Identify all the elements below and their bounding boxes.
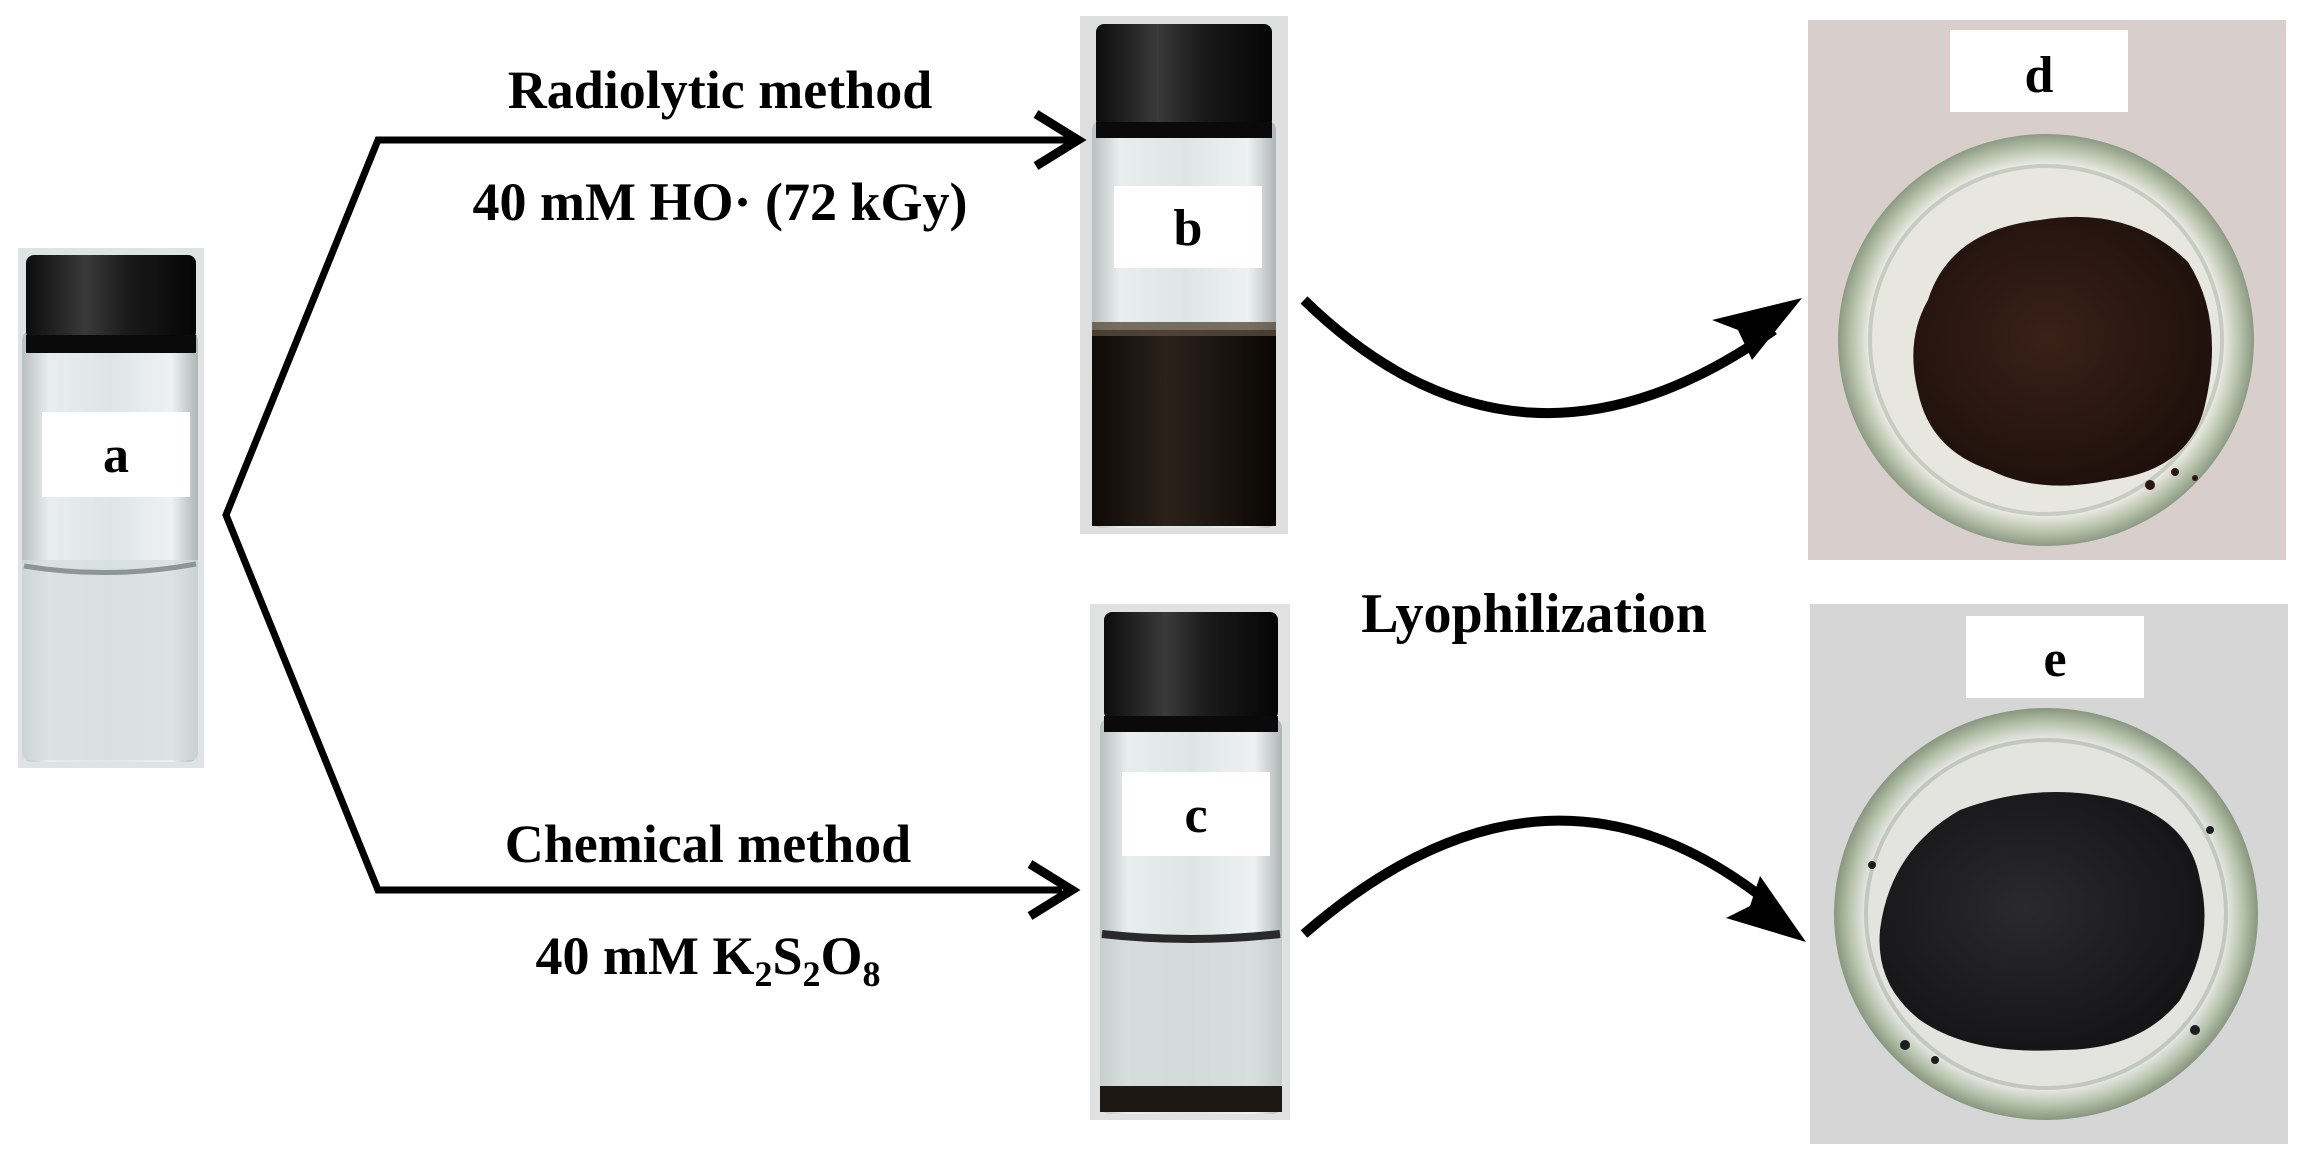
petri-dish-e-photo <box>1810 604 2288 1144</box>
branch-connector <box>222 136 1070 894</box>
top-condition-label: 40 mM HO· (72 kGy) <box>473 172 968 232</box>
label-e: e <box>2043 631 2066 688</box>
formula-sub-3: 8 <box>863 954 881 994</box>
formula-prefix: 40 mM K <box>535 926 754 986</box>
curved-arrowhead-top <box>1712 298 1802 360</box>
label-box-a <box>42 412 190 497</box>
formula-o: O <box>820 926 862 986</box>
curved-arrow-top <box>1300 296 1777 419</box>
label-a: a <box>103 427 129 484</box>
label-box-d <box>1950 30 2128 112</box>
label-d: d <box>2025 47 2054 104</box>
label-b: b <box>1174 200 1203 257</box>
vial-a-photo <box>18 248 204 768</box>
label-box-b <box>1114 186 1262 268</box>
formula-s: S <box>772 926 802 986</box>
lyophilization-label: Lyophilization <box>1361 583 1706 645</box>
arrowhead-top <box>1033 110 1087 170</box>
label-box-c <box>1122 772 1270 856</box>
formula-sub-1: 2 <box>754 954 772 994</box>
vial-b-photo <box>1080 16 1288 534</box>
top-method-label: Radiolytic method <box>508 60 933 120</box>
bottom-method-label: Chemical method <box>505 814 911 874</box>
bottom-condition-label: 40 mM K2S2O8 <box>535 926 880 994</box>
vial-c-photo <box>1090 604 1290 1120</box>
label-box-e <box>1966 616 2144 698</box>
formula-sub-2: 2 <box>802 954 820 994</box>
arrowhead-bottom <box>1027 860 1081 920</box>
label-c: c <box>1184 787 1207 844</box>
curved-arrowhead-bottom <box>1726 876 1806 942</box>
curved-arrow-bottom <box>1300 815 1782 938</box>
